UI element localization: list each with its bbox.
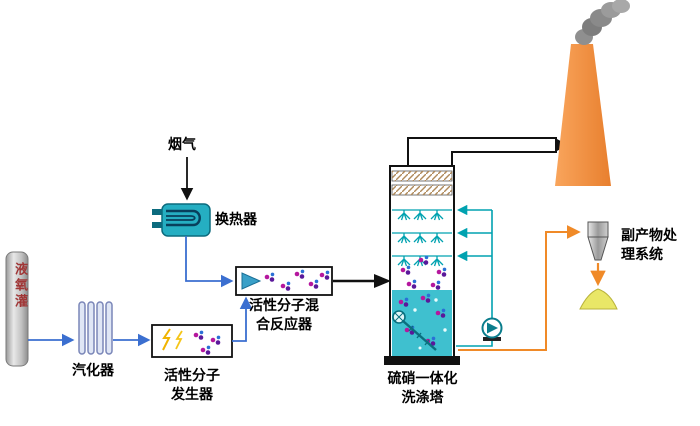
spray-levels	[392, 209, 452, 267]
circulation-pump	[481, 317, 503, 341]
pipe-reactor-to-tower	[333, 274, 391, 288]
label-tower-line2: 洗涤塔	[401, 389, 444, 406]
active-molecule-generator	[151, 324, 233, 358]
smoke	[575, 0, 630, 45]
pipe-generator-to-reactor	[232, 296, 253, 342]
label-generator-line1: 活性分子	[164, 368, 220, 384]
byproduct-line	[458, 225, 581, 351]
lightning-icon	[162, 328, 171, 351]
label-reactor-line1: 活性分子混	[249, 298, 319, 314]
mixing-reactor	[235, 266, 333, 296]
label-reactor-line2: 合反应器	[256, 316, 312, 333]
outlet-duct	[407, 137, 568, 167]
vaporizer	[78, 301, 113, 355]
lox-tank	[5, 251, 29, 367]
label-tower: 硫硝一体化 洗涤塔	[380, 370, 465, 408]
pump-icon	[487, 322, 498, 334]
lightning-icon	[175, 330, 183, 350]
label-reactor: 活性分子混 合反应器	[238, 297, 330, 335]
label-heat-exchanger: 换热器	[215, 212, 257, 228]
scrubber-tower	[384, 165, 460, 365]
pipe-exchanger-to-reactor	[185, 236, 234, 288]
label-generator: 活性分子 发生器	[152, 367, 232, 405]
demister	[391, 170, 453, 196]
label-byproduct: 副产物处 理系统	[621, 227, 677, 265]
label-byproduct-line2: 理系统	[621, 246, 663, 263]
byproduct-separator	[587, 221, 609, 287]
label-flue-gas: 烟气	[168, 137, 196, 153]
aerator	[392, 310, 437, 351]
label-byproduct-line1: 副产物处	[621, 228, 677, 244]
tower-base	[384, 356, 460, 365]
chimney	[555, 44, 611, 186]
label-lox-tank: 液氧灌	[12, 262, 27, 310]
nozzle-icon	[241, 272, 262, 290]
label-tower-line1: 硫硝一体化	[387, 371, 458, 387]
byproduct-pile	[579, 288, 618, 310]
label-vaporizer: 汽化器	[72, 363, 114, 379]
heat-exchanger	[152, 203, 211, 237]
label-generator-line2: 发生器	[171, 386, 213, 403]
